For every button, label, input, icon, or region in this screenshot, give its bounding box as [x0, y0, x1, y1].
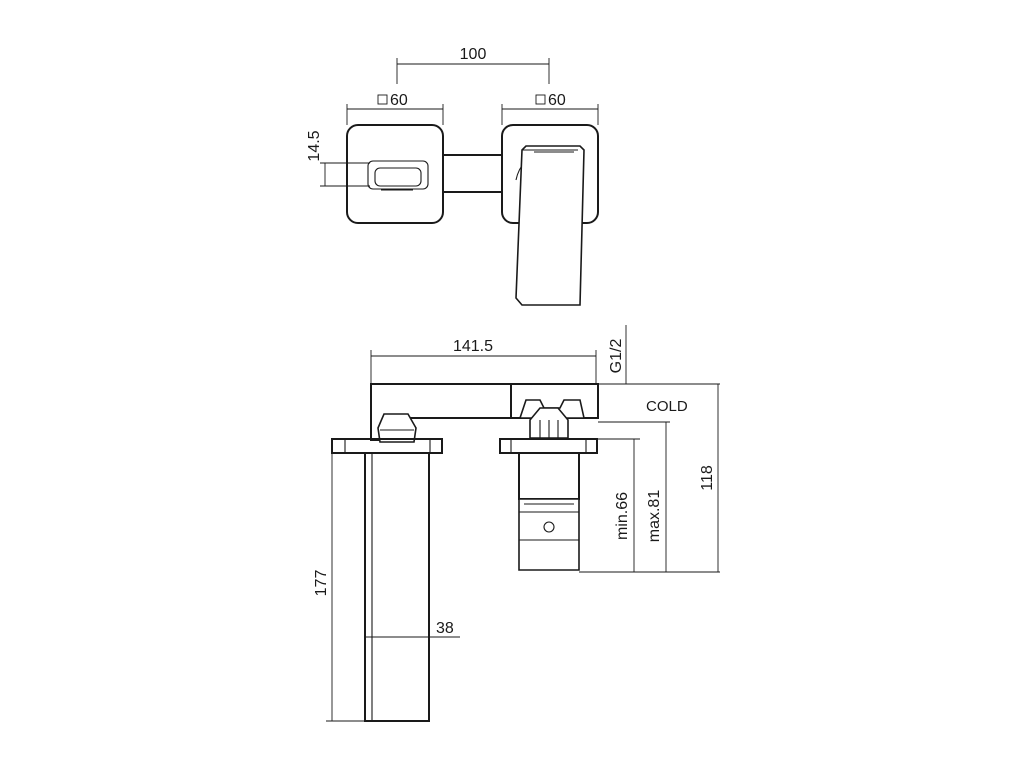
label-min-66: min.66 — [614, 492, 631, 540]
handle-screw-icon — [543, 521, 555, 533]
label-177: 177 — [313, 570, 330, 597]
top-view: 100 60 60 14.5 — [306, 46, 599, 306]
label-cold: COLD — [646, 398, 688, 415]
spout-body-side — [364, 452, 430, 722]
square-symbol-right-icon — [535, 94, 546, 105]
label-square-60-left: 60 — [390, 92, 408, 109]
mixer-wall-plate — [499, 438, 598, 454]
mixer-sleeve — [518, 452, 580, 500]
label-square-60-right: 60 — [548, 92, 566, 109]
side-view: 141.5 G1/2 COLD 118 177 — [313, 325, 720, 722]
square-symbol-left-icon — [377, 94, 388, 105]
label-14-5: 14.5 — [306, 130, 323, 161]
spout-outlet-top — [367, 160, 429, 190]
spout-plate-top — [346, 124, 444, 224]
label-118: 118 — [699, 465, 716, 491]
label-100: 100 — [460, 46, 487, 63]
label-thread: G1/2 — [608, 339, 625, 374]
spout-outlet-inner — [374, 167, 422, 187]
label-38: 38 — [436, 620, 454, 637]
mixer-handle-top — [515, 145, 585, 306]
label-141-5: 141.5 — [453, 338, 493, 355]
spout-outlet-side — [377, 413, 417, 443]
mixer-handle-side — [518, 498, 580, 571]
label-max-81: max.81 — [646, 490, 663, 543]
